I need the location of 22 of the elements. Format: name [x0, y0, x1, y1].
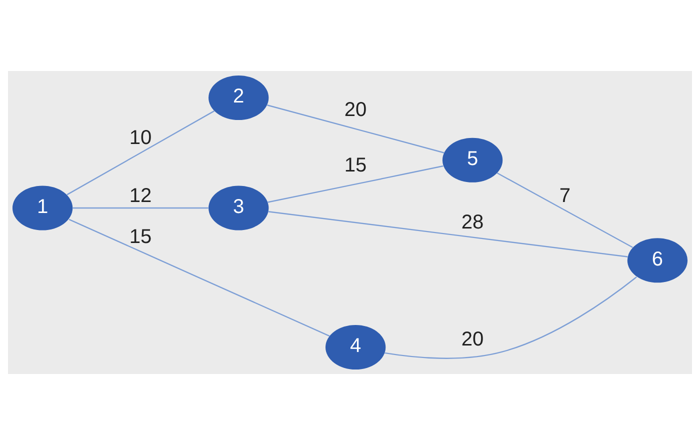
edge-label: 12	[129, 184, 152, 207]
edge-label: 20	[344, 99, 367, 122]
node-ellipse: 4	[326, 324, 386, 370]
edge-label: 7	[559, 184, 571, 207]
connector	[267, 104, 444, 154]
node-ellipse: 6	[627, 238, 688, 283]
connector	[68, 218, 330, 337]
connector	[72, 207, 208, 209]
node-ellipse: 2	[208, 75, 269, 120]
node-ellipse: 3	[208, 186, 269, 230]
edge-label: 15	[129, 226, 152, 248]
edge-label: 10	[129, 126, 152, 149]
edge-label: 20	[461, 328, 484, 350]
edge-label: 28	[461, 212, 484, 234]
edge-label: 15	[344, 154, 367, 177]
node-ellipse: 5	[442, 138, 503, 182]
connector	[268, 211, 628, 258]
connector	[496, 172, 633, 248]
node-ellipse: 1	[12, 186, 73, 230]
connector	[268, 165, 444, 203]
connector	[384, 276, 637, 359]
connector	[66, 110, 215, 196]
